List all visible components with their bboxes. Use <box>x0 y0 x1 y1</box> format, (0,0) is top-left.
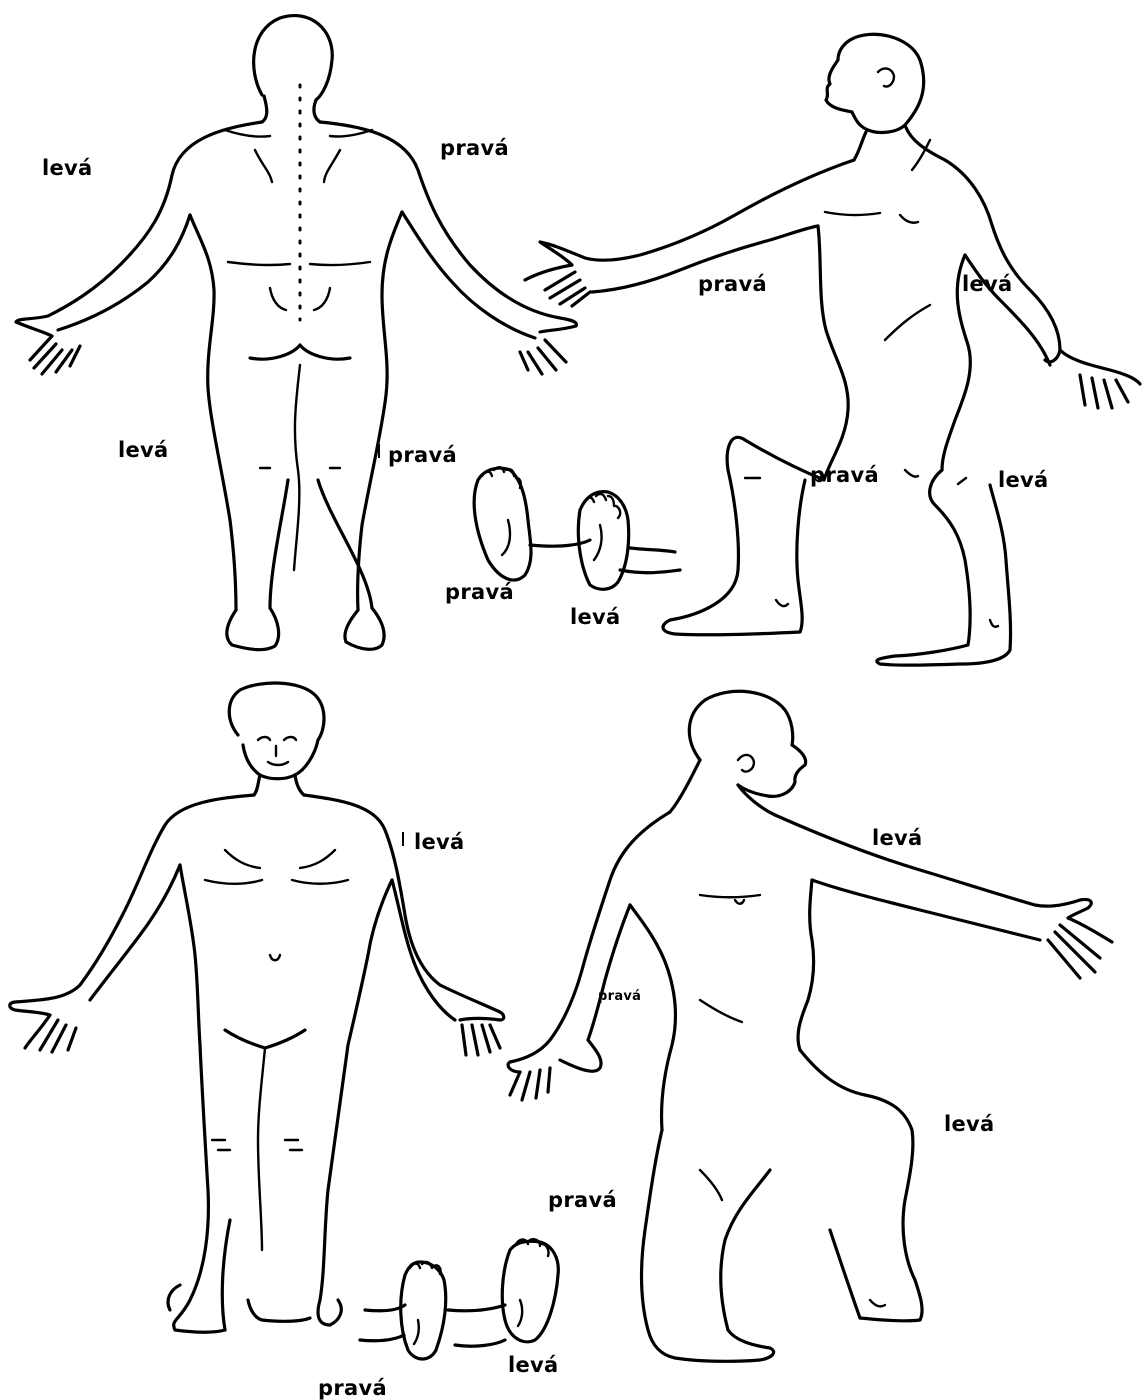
side-top-label-right-knee: pravá <box>810 465 879 486</box>
back-view-label-right-shoulder: pravá <box>440 138 509 159</box>
soles-top-label-right: pravá <box>445 582 514 603</box>
tick-mark <box>378 444 380 458</box>
side-bottom-label-left-leg: levá <box>944 1114 995 1135</box>
back-view-label-right-leg: pravá <box>388 445 457 466</box>
side-bottom-label-right-leg: pravá <box>548 1190 617 1211</box>
tick-mark <box>402 832 404 846</box>
front-view-label-left-shoulder: levá <box>414 832 465 853</box>
soles-bottom-label-right: pravá <box>318 1378 387 1399</box>
back-view-label-left-leg: levá <box>118 440 169 461</box>
side-top-label-left-knee: levá <box>998 470 1049 491</box>
side-bottom-label-right-arm: pravá <box>598 990 641 1003</box>
soles-bottom-label-left: levá <box>508 1355 559 1376</box>
soles-top-label-left: levá <box>570 607 621 628</box>
side-top-label-right-torso: pravá <box>698 274 767 295</box>
back-view-label-left: levá <box>42 158 93 179</box>
side-bottom-label-left-arm: levá <box>872 828 923 849</box>
side-top-label-left-torso: levá <box>962 274 1013 295</box>
